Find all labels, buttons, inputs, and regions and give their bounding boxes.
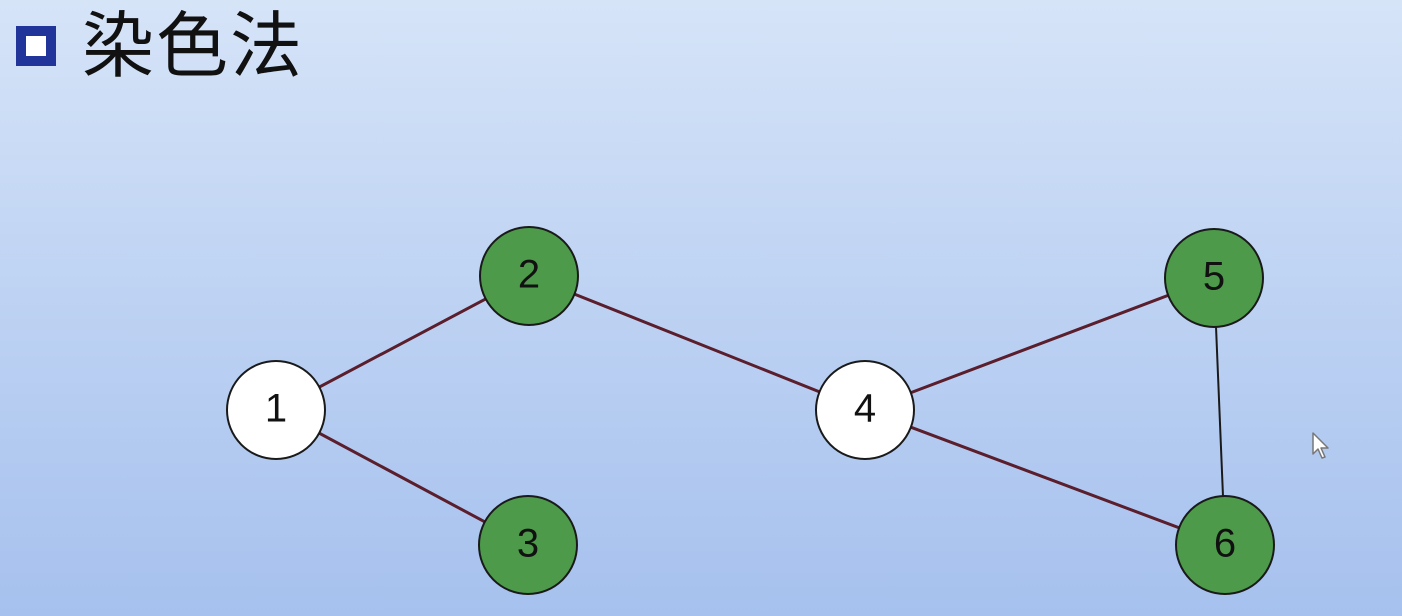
node-label: 4 [854,387,876,431]
node-label: 3 [517,522,539,566]
slide-title: 染色法 [82,4,305,88]
node-circle [479,226,579,326]
node-label: 1 [265,387,287,431]
node-1: 1 [226,360,326,460]
node-circle [815,360,915,460]
edge-4-6 [863,408,1227,547]
node-circle [1164,228,1264,328]
node-4: 4 [815,360,915,460]
node-circle [1175,495,1275,595]
title-row: 染色法 [16,4,304,88]
edge-2-4 [527,274,867,412]
node-label: 6 [1214,522,1236,566]
node-2: 2 [479,226,579,326]
node-5: 5 [1164,228,1264,328]
nodes-layer: 1 2 3 4 5 6 [226,226,1275,595]
edges-layer [274,274,1227,547]
mouse-cursor-icon [1312,432,1329,459]
node-label: 5 [1203,255,1225,299]
node-circle [478,495,578,595]
node-label: 2 [518,253,540,297]
square-bullet-icon [16,26,56,66]
node-3: 3 [478,495,578,595]
edge-4-5 [863,276,1216,412]
node-circle [226,360,326,460]
node-6: 6 [1175,495,1275,595]
